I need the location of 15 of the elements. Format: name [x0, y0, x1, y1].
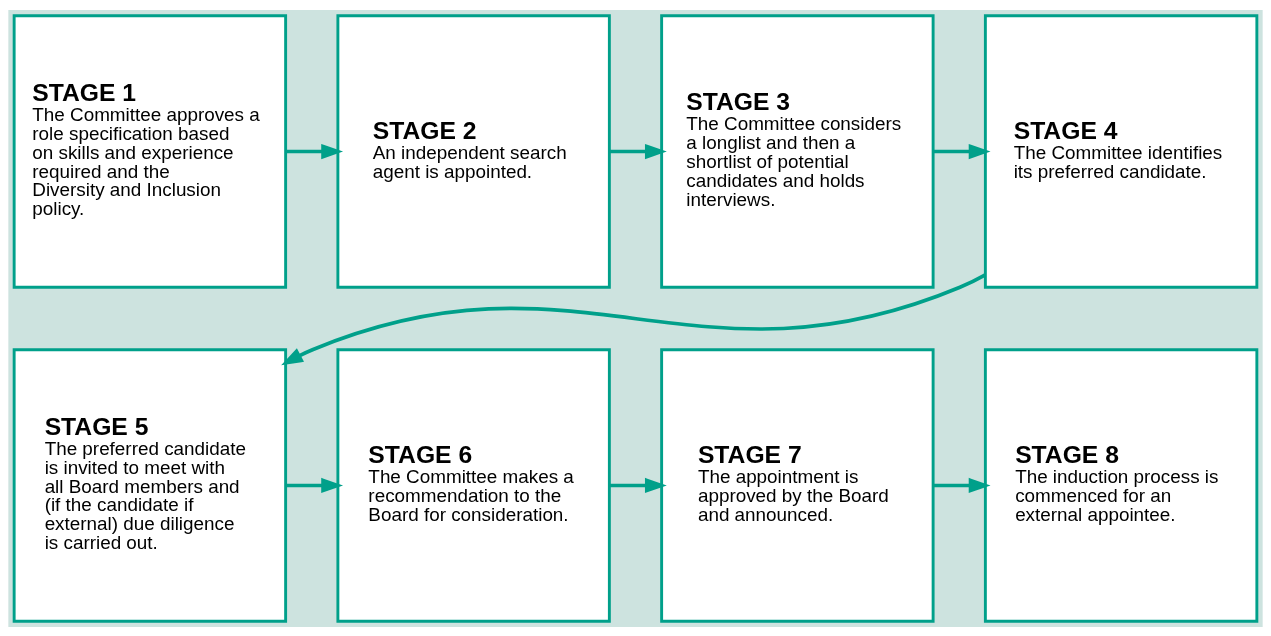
- arrow: [285, 477, 344, 493]
- node-box: STAGE 1 The Committee approves a role specification based on skills and experience required and the Diversity and Inclusion policy.: [12, 13, 288, 289]
- node-box: STAGE 2 An independent search agent is appointed.: [336, 13, 611, 289]
- arrow: [609, 143, 667, 159]
- node-box: STAGE 7 The appointment is approved by the Board and announced.: [660, 347, 935, 623]
- node-box: STAGE 8 The induction process is commenced for an external appointee.: [983, 347, 1259, 623]
- arrow: [933, 477, 991, 493]
- node-box: STAGE 6 The Committee makes a recommendation to the Board for consideration.: [336, 347, 611, 623]
- node-box: STAGE 4 The Committee identifies its preferred candidate.: [983, 13, 1259, 289]
- arrow: [933, 143, 991, 159]
- arrow: [609, 477, 667, 493]
- node-box: STAGE 3 The Committee considers a longlist and then a shortlist of potential candidates and holds interviews.: [660, 13, 935, 289]
- node-box: STAGE 5 The preferred candidate is invited to meet with all Board members and (if the candidate if external) due diligence is carried out.: [12, 347, 288, 623]
- arrow: [281, 272, 987, 365]
- arrow: [285, 143, 344, 159]
